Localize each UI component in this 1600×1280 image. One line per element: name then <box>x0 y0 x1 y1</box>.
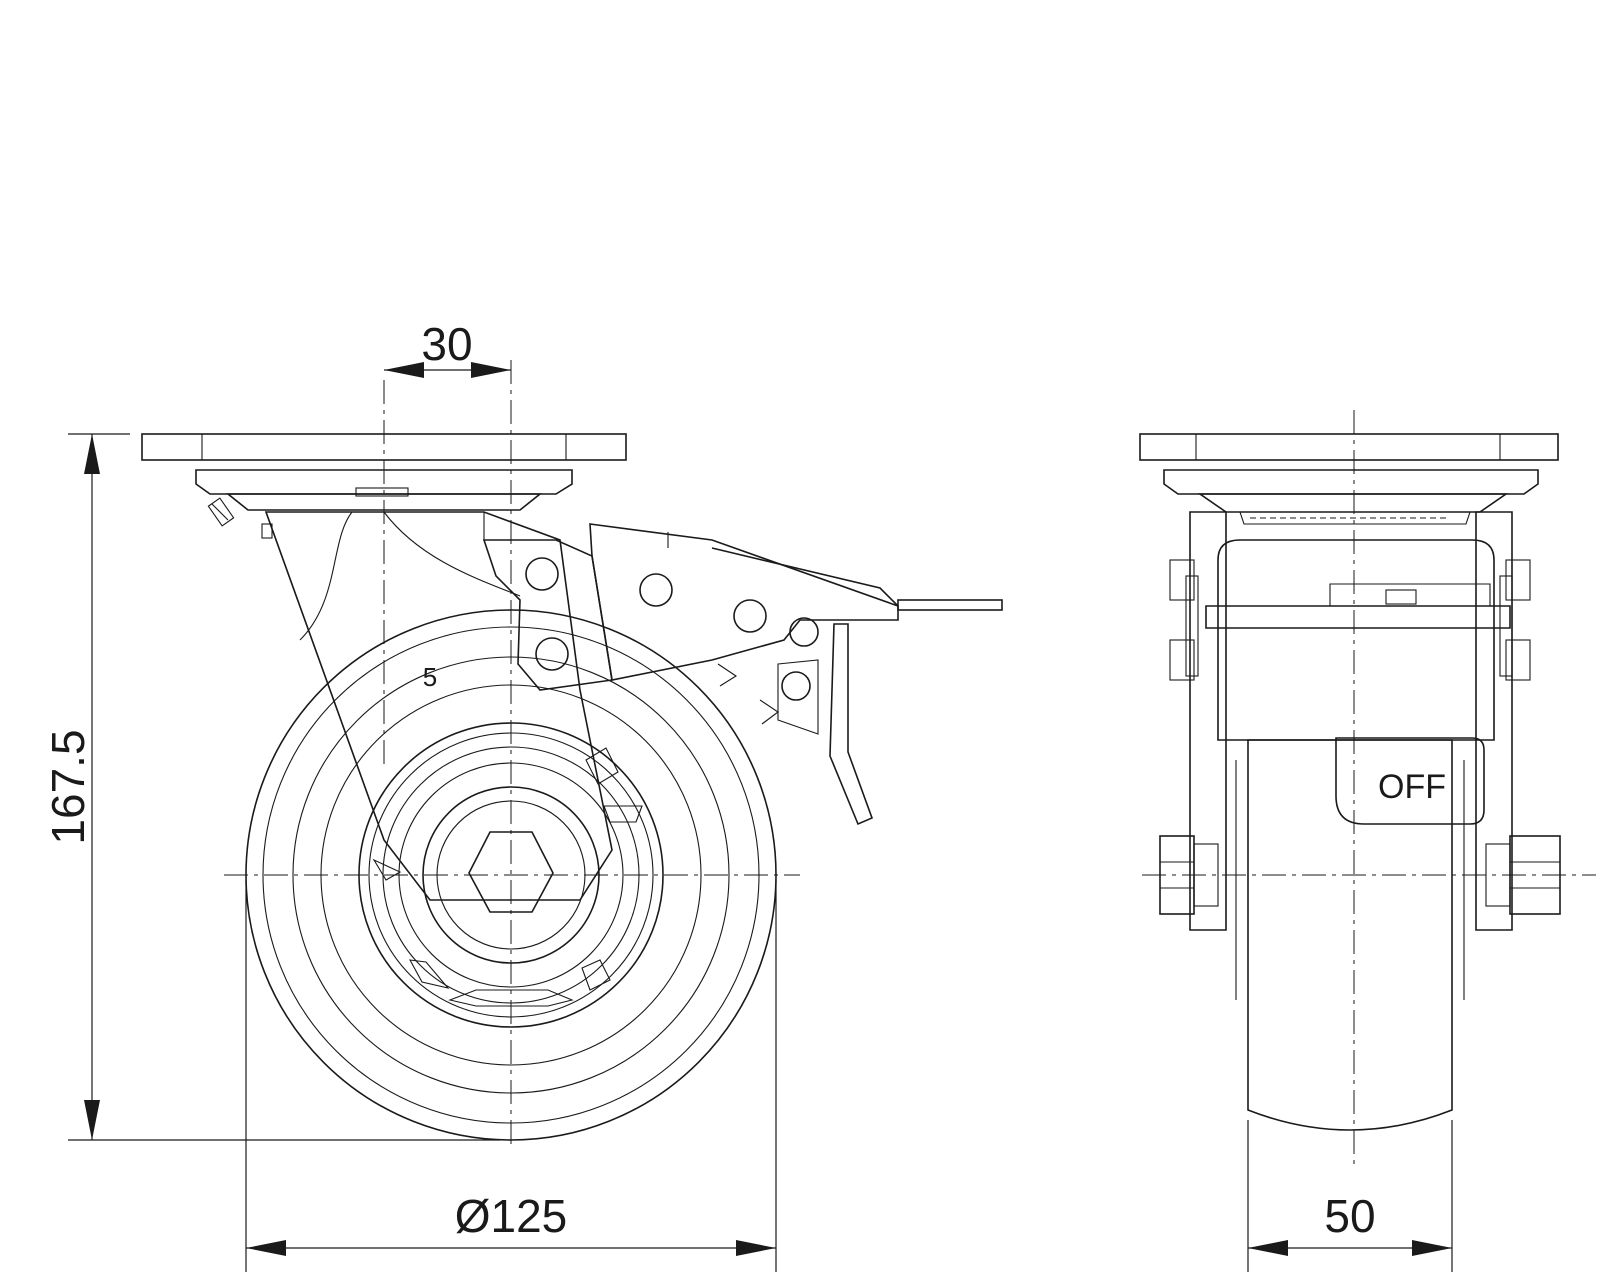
dimension-height-label: 167.5 <box>42 729 94 844</box>
swivel-fork <box>261 511 613 901</box>
front-fork <box>1169 511 1531 931</box>
brake-housing <box>1205 539 1511 825</box>
dimension-offset: 30 <box>384 318 511 378</box>
front-top-plate <box>1139 433 1559 525</box>
dimension-height: 167.5 <box>42 433 500 1141</box>
grease-nipple <box>207 497 235 527</box>
dimension-wheel-width-label: 50 <box>1324 1190 1375 1242</box>
brake-mechanism <box>482 523 1003 826</box>
stamp-label: 5 <box>423 662 437 692</box>
dimension-wheel-diameter: Ø125 <box>245 880 777 1272</box>
dimension-wheel-width: 50 <box>1247 1120 1453 1272</box>
brake-state-label: OFF <box>1378 768 1446 806</box>
front-view: OFF <box>1139 410 1596 1170</box>
axle-nut <box>468 831 554 913</box>
dimension-offset-label: 30 <box>421 318 472 370</box>
front-centerlines <box>1142 410 1596 1170</box>
side-view: 5 <box>141 360 1003 1150</box>
dimension-wheel-diameter-label: Ø125 <box>455 1190 568 1242</box>
front-wheel <box>1235 739 1465 1131</box>
side-centerlines <box>224 360 800 1150</box>
